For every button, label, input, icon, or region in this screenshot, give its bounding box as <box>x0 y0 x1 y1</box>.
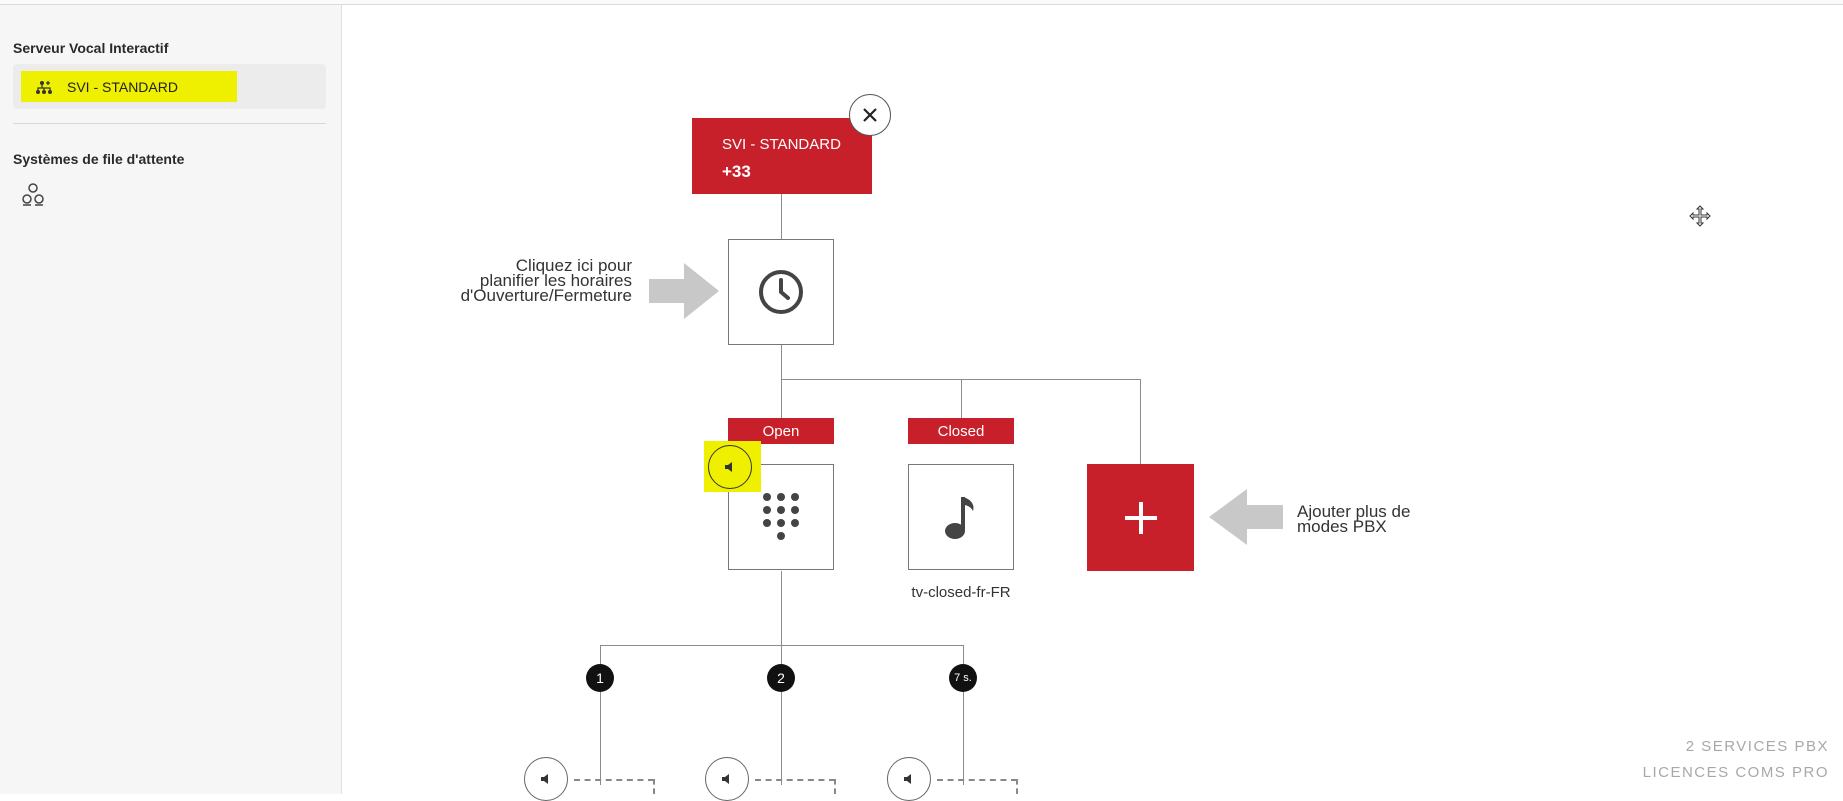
close-icon <box>863 108 877 122</box>
section-title-svi: Serveur Vocal Interactif <box>13 40 169 56</box>
hint-line: Ajouter plus de <box>1297 502 1411 521</box>
sitemap-icon <box>36 80 52 94</box>
hint-line: Cliquez ici pour <box>515 256 632 275</box>
greeting-speaker-button[interactable] <box>708 445 752 489</box>
schedule-node[interactable] <box>728 239 834 345</box>
branch-2-speaker-button[interactable] <box>705 757 749 801</box>
add-mode-hint: Ajouter plus de modes PBX <box>1297 502 1497 536</box>
branch-dashed-line <box>755 779 835 781</box>
speaker-icon <box>725 462 732 472</box>
hint-line: planifier les horaires <box>479 271 632 290</box>
arrow-left-icon <box>1209 489 1283 545</box>
footer-licences: LICENCES COMS PRO <box>1642 764 1829 781</box>
add-pbx-mode-button[interactable] <box>1087 464 1194 571</box>
close-button[interactable] <box>849 94 891 136</box>
key-badge-timeout[interactable]: 7 s. <box>949 664 977 692</box>
sidebar: Serveur Vocal Interactif SVI - STANDARD … <box>0 5 342 794</box>
connector <box>781 379 782 423</box>
branch-dashed-line <box>834 779 836 794</box>
branch-dashed-line <box>574 779 654 781</box>
sidebar-divider <box>13 123 326 124</box>
top-border <box>0 0 1843 5</box>
music-note-icon <box>945 497 974 539</box>
flow-canvas: SVI - STANDARD +33 Cliquez ici pour plan… <box>342 5 1843 801</box>
connector <box>600 645 601 785</box>
connector <box>961 379 962 423</box>
hint-line: d'Ouverture/Fermeture <box>460 286 632 305</box>
connector <box>1140 379 1141 464</box>
branch-1-speaker-button[interactable] <box>524 757 568 801</box>
connector <box>963 645 964 785</box>
key-badge-2[interactable]: 2 <box>767 664 795 692</box>
sidebar-item-svi-highlight[interactable]: SVI - STANDARD <box>21 71 237 102</box>
sidebar-item-svi-standard[interactable]: SVI - STANDARD <box>13 64 326 109</box>
schedule-hint: Cliquez ici pour planifier les horaires … <box>407 256 632 305</box>
connector <box>781 194 782 239</box>
move-cursor-icon <box>1689 205 1711 227</box>
connector <box>781 345 782 379</box>
queue-group-icon[interactable] <box>22 183 44 207</box>
speaker-icon <box>541 774 548 784</box>
arrow-right-icon <box>649 263 719 319</box>
connector <box>781 571 782 645</box>
branch-timeout-speaker-button[interactable] <box>887 757 931 801</box>
svi-root-node[interactable]: SVI - STANDARD +33 <box>692 118 872 194</box>
sidebar-item-label: SVI - STANDARD <box>67 78 178 95</box>
branch-dashed-line <box>1016 779 1018 794</box>
footer-services: 2 SERVICES PBX <box>1685 738 1829 755</box>
closed-tag: Closed <box>908 418 1014 444</box>
closed-audio-caption: tv-closed-fr-FR <box>911 584 1011 601</box>
music-node[interactable] <box>908 464 1014 570</box>
hint-line: modes PBX <box>1297 517 1387 536</box>
speaker-icon <box>904 774 911 784</box>
keypad-icon <box>763 493 799 540</box>
key-badge-1[interactable]: 1 <box>586 664 614 692</box>
open-tag: Open <box>728 418 834 444</box>
speaker-icon <box>722 774 729 784</box>
section-title-queues: Systèmes de file d'attente <box>13 151 185 167</box>
branch-dashed-line <box>937 779 1017 781</box>
branch-dashed-line <box>653 779 655 794</box>
connector <box>781 645 782 785</box>
svi-root-title: SVI - STANDARD <box>722 136 841 153</box>
plus-icon <box>1124 501 1157 534</box>
clock-icon <box>759 270 803 314</box>
svi-root-number: +33 <box>722 162 751 181</box>
